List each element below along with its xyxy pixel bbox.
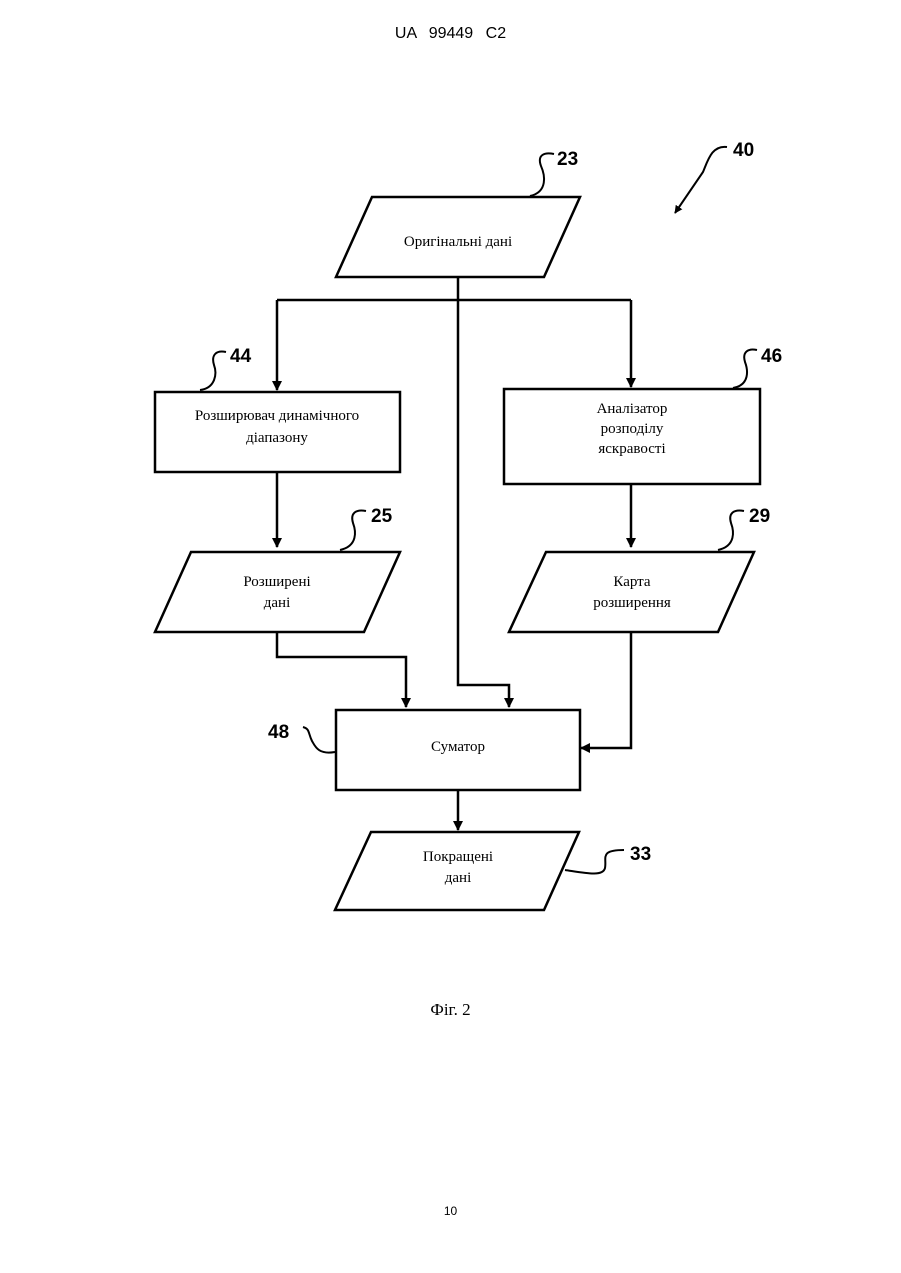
page-number: 10 bbox=[0, 1204, 901, 1218]
node-expansion-map-ref: 29 bbox=[749, 506, 770, 527]
node-enhanced-data-ref: 33 bbox=[630, 844, 651, 865]
node-summator: Суматор 48 bbox=[268, 710, 580, 790]
node-expansion-map-label-line1: Карта bbox=[613, 574, 651, 590]
node-summator-ref: 48 bbox=[268, 722, 289, 743]
node-range-expander-ref: 44 bbox=[230, 346, 252, 367]
node-brightness-analyzer-label-line2: розподілу bbox=[601, 421, 664, 437]
node-original-data-label: Оригінальні дані bbox=[404, 234, 512, 250]
node-brightness-analyzer: Аналізатор розподілу яскравості 46 bbox=[504, 346, 782, 484]
node-enhanced-data: Покращені дані 33 bbox=[335, 832, 651, 910]
node-brightness-analyzer-label-line3: яскравості bbox=[598, 441, 665, 457]
node-original-data-ref: 23 bbox=[557, 149, 578, 170]
node-range-expander-label-line2: діапазону bbox=[246, 430, 308, 446]
node-expanded-data-label-line1: Розширені bbox=[243, 574, 310, 590]
node-range-expander-label-line1: Розширювач динамічного bbox=[195, 408, 359, 424]
figure-caption: Фіг. 2 bbox=[0, 1000, 901, 1020]
node-enhanced-data-label-line2: дані bbox=[445, 870, 471, 886]
node-expansion-map: Карта розширення 29 bbox=[509, 506, 770, 632]
figure-reference: 40 bbox=[675, 140, 754, 213]
node-enhanced-data-label-line1: Покращені bbox=[423, 849, 493, 865]
node-expansion-map-label-line2: розширення bbox=[593, 595, 671, 611]
node-brightness-analyzer-ref: 46 bbox=[761, 346, 782, 367]
node-expanded-data-label-line2: дані bbox=[264, 595, 290, 611]
figure-ref-label: 40 bbox=[733, 140, 754, 161]
node-brightness-analyzer-label-line1: Аналізатор bbox=[597, 401, 668, 417]
node-expanded-data-ref: 25 bbox=[371, 506, 393, 527]
node-original-data: Оригінальні дані 23 bbox=[336, 149, 580, 277]
node-summator-label: Суматор bbox=[431, 739, 485, 755]
